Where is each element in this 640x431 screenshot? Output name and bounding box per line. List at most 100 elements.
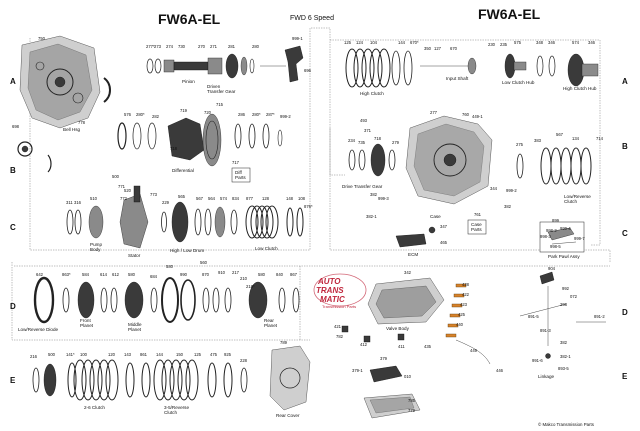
part-number-c-left-17: 108: [298, 196, 306, 201]
part-number-d-right-6: 891-2: [594, 314, 605, 319]
part-number-b-left-8: 715: [216, 102, 224, 107]
part-number-c-left-3: 771: [118, 184, 126, 189]
row-label-e-left: E: [10, 376, 16, 385]
part-number-c-left-12: 574: [220, 196, 228, 201]
part-number-b-left-3: 719: [180, 108, 188, 113]
part-number-c-left-4: 500: [112, 174, 120, 179]
part-number-e-left-0: 216: [30, 354, 38, 359]
part-number-lr-4: 567: [556, 132, 564, 137]
part-number-e-left-1: 500: [48, 352, 56, 357]
row-label-b-left: B: [10, 166, 16, 175]
part-number-a-right-3: 144: [398, 40, 406, 45]
part-number-d-center-2: 422: [462, 292, 470, 297]
part-number-d-left-12: 217: [232, 270, 240, 275]
part-number-a-right-16: 493: [360, 118, 368, 123]
part-number-b-right-1: 735: [358, 140, 366, 145]
part-number-b-right-12: 465: [440, 240, 448, 245]
part-number-e-left-9: 125: [194, 352, 202, 357]
part-number-d-right-5: 891-3: [540, 328, 551, 333]
bell-housing-assembly: Bell Hsg: [19, 35, 111, 132]
part-number-e-left-5: 143: [124, 352, 132, 357]
part-number-e-center-1: 379-1: [352, 368, 363, 373]
case-parts-box: [467, 219, 487, 235]
flow-lines: [11, 27, 611, 341]
filter-pan-assembly: [363, 365, 421, 419]
part-number-d-left-7: 684: [150, 274, 158, 279]
part-number-d-center-1: 428: [462, 282, 470, 287]
part-number-b-left-5: 286: [238, 112, 246, 117]
label-high-clutch-hub: High Clutch Hub: [563, 86, 597, 91]
diff-parts-box: [231, 167, 251, 183]
part-number-d-center-10: 435: [424, 344, 432, 349]
part-number-a-left-10: 696: [304, 68, 312, 73]
part-number-b-right-0: 234: [348, 138, 356, 143]
part-number-e-right-1: 893-5: [558, 366, 569, 371]
part-number-a-right-11: 348: [536, 40, 544, 45]
part-number-d-left-14: 218*: [246, 284, 255, 289]
part-number-d-center-7: 782: [336, 334, 344, 339]
part-number-d-right-3: 298: [560, 302, 568, 307]
part-number-b-right-3: 279: [392, 140, 400, 145]
part-number-a-right-6: 127: [434, 46, 442, 51]
part-number-e-right-0: 991-6: [532, 358, 543, 363]
part-number-d-center-4: 425: [458, 312, 466, 317]
label-case: Case: [430, 214, 441, 219]
part-number-d-right-4: 891-5: [528, 314, 539, 319]
valve-body-assembly: Valve Body: [341, 277, 491, 365]
part-number-a-right-14: 346: [588, 40, 596, 45]
part-number-a-right-2: 104: [370, 40, 378, 45]
part-number-d-left-1: 863*: [62, 272, 71, 277]
part-number-d-left-11: 910: [218, 270, 226, 275]
part-number-b-left-2: 282: [152, 114, 160, 119]
part-number-e-center-2: 010: [404, 374, 412, 379]
part-number-b-left-0: 576: [124, 112, 132, 117]
row-label-c-left: C: [10, 223, 16, 232]
part-number-b-right-7: 999-3: [378, 196, 389, 201]
part-number-a-right-0: 125: [344, 40, 352, 45]
part-number-c-left-2: 510: [90, 196, 98, 201]
part-number-d-right-0: 904: [548, 266, 556, 271]
row-label-a-right: A: [622, 77, 628, 86]
part-number-c-left-18: 876*: [304, 204, 313, 209]
part-number-d-left-4: 612: [112, 272, 120, 277]
label-high-clutch: High Clutch: [360, 91, 384, 96]
part-number-e-left-12: 228: [240, 358, 248, 363]
copyright-text: © Makco Transmission Parts: [538, 422, 595, 427]
part-number-d-left-15: 580: [258, 272, 266, 277]
part-number-d-left-8: 560: [200, 260, 208, 265]
part-number-a-right-1: 124: [356, 40, 364, 45]
part-number-a-left-12: 778: [78, 120, 86, 125]
row-label-a-left: A: [10, 77, 16, 86]
part-number-a-right-9: 235: [500, 42, 508, 47]
label-differential: Differential: [172, 168, 194, 173]
watermark-logo: AUTO TRANS MATIC Transmission Parts: [313, 273, 367, 309]
part-number-a-left-8: 280: [252, 44, 260, 49]
part-number-a-left-11: 698: [12, 124, 20, 129]
label-2-6-clutch: 2-6 Clutch: [84, 405, 105, 410]
part-number-c-left-13: 834: [232, 196, 240, 201]
title-left: FW6A-EL: [158, 11, 221, 27]
part-number-e-left-6: 861: [140, 352, 148, 357]
label-high-low-drum: High / Low Drum: [170, 248, 204, 253]
part-number-lr-5: 714: [596, 136, 604, 141]
part-number-lr-2: 382: [504, 204, 512, 209]
watermark-line1: AUTO: [317, 277, 341, 286]
part-number-e-left-3: 100: [80, 352, 88, 357]
watermark-line3: MATIC: [320, 295, 345, 304]
part-number-e-right-2: 382-1: [560, 354, 571, 359]
part-number-b-right-6: 382: [370, 192, 378, 197]
part-number-c-left-10: 567: [196, 196, 204, 201]
part-number-d-center-8: 412: [360, 342, 368, 347]
part-number-lr-3: 134: [572, 136, 580, 141]
part-number-a-left-2: 273: [154, 44, 162, 49]
part-number-b-left-4: 720: [204, 110, 212, 115]
part-number-c-left-6: 772: [120, 196, 128, 201]
